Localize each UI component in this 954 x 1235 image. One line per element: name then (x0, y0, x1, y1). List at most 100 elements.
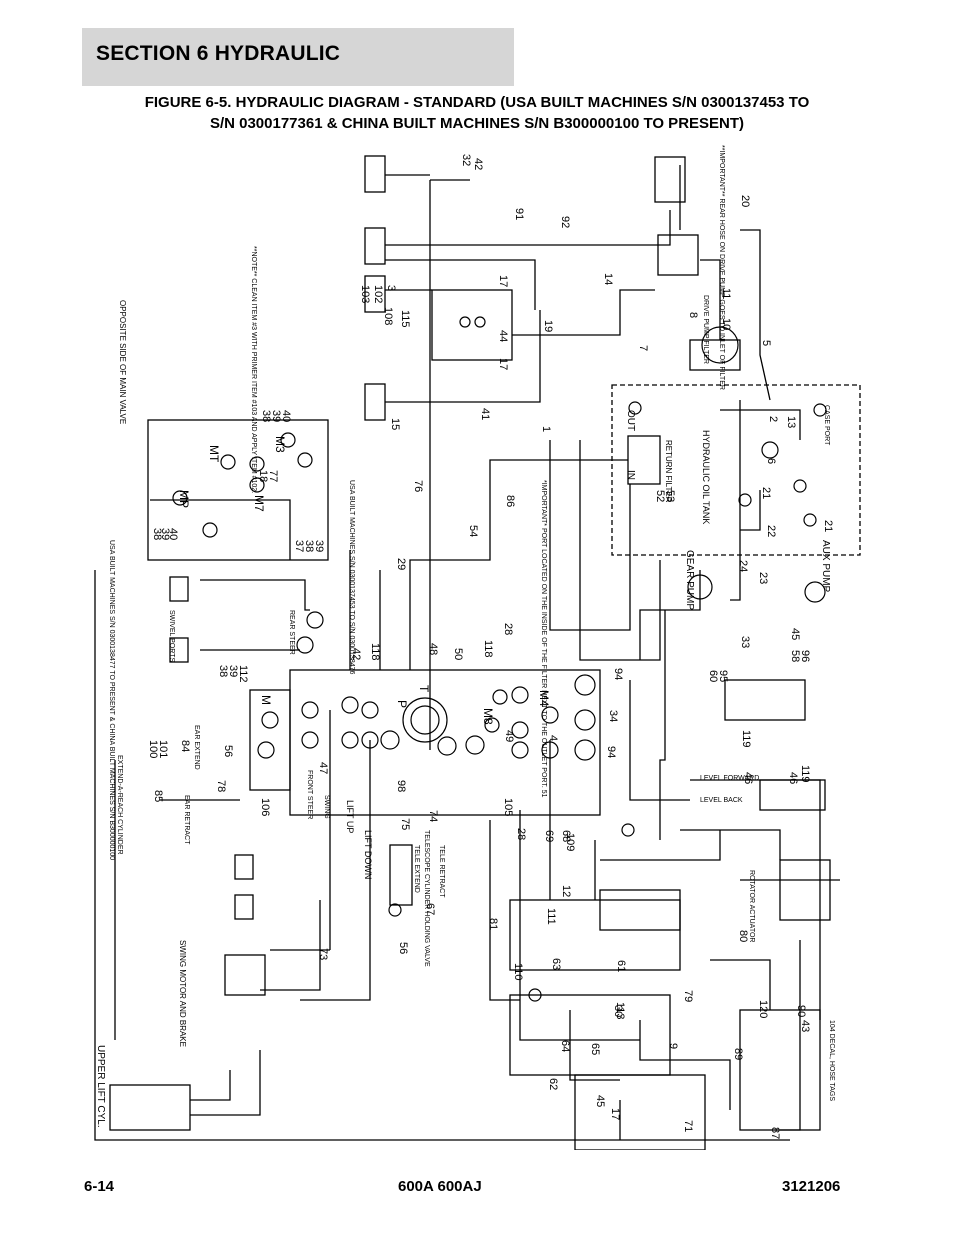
svg-text:LIFT DOWN: LIFT DOWN (363, 830, 373, 879)
svg-text:100: 100 (147, 740, 159, 758)
svg-text:15: 15 (389, 418, 401, 430)
svg-text:34: 34 (607, 710, 619, 722)
svg-text:**IMPORTANT** REAR HOSE ON DRI: **IMPORTANT** REAR HOSE ON DRIVE PUMP GO… (718, 145, 725, 390)
svg-text:45: 45 (789, 628, 801, 640)
svg-text:SWING MOTOR AND BRAKE: SWING MOTOR AND BRAKE (178, 940, 187, 1047)
svg-text:18: 18 (257, 470, 269, 482)
svg-text:95: 95 (717, 670, 729, 682)
svg-text:LEVEL BACK: LEVEL BACK (700, 797, 743, 804)
section-header-band: SECTION 6 HYDRAULIC (82, 28, 514, 86)
model-label: 600A 600AJ (398, 1178, 482, 1195)
svg-text:111: 111 (545, 908, 557, 925)
svg-text:52: 52 (654, 490, 666, 502)
svg-text:90: 90 (795, 1005, 807, 1017)
svg-text:38: 38 (151, 528, 163, 540)
svg-text:28: 28 (515, 828, 527, 840)
brake-valve-block (431, 289, 513, 361)
svg-text:101: 101 (157, 740, 169, 758)
svg-text:EAR RETRACT: EAR RETRACT (183, 795, 190, 845)
svg-text:75: 75 (399, 818, 411, 830)
svg-text:105: 105 (502, 798, 514, 816)
callout-32: 32 (460, 154, 472, 166)
valve-opposite-block (147, 419, 329, 561)
svg-text:94: 94 (605, 746, 617, 758)
svg-text:108: 108 (382, 307, 394, 325)
svg-text:91: 91 (513, 208, 525, 220)
svg-text:53: 53 (664, 490, 676, 502)
svg-text:M7: M7 (252, 495, 266, 512)
svg-text:TELE EXTEND: TELE EXTEND (413, 845, 420, 893)
svg-text:92: 92 (559, 216, 571, 228)
svg-text:CASE PORT: CASE PORT (823, 405, 830, 446)
svg-text:87: 87 (769, 1127, 781, 1139)
svg-text:1: 1 (540, 426, 552, 432)
svg-text:89: 89 (732, 1048, 744, 1060)
svg-text:71: 71 (682, 1120, 694, 1132)
svg-text:2: 2 (767, 416, 779, 422)
svg-text:62: 62 (547, 1078, 559, 1090)
svg-text:23: 23 (757, 572, 769, 584)
figure-caption-line2: S/N 0300177361 & CHINA BUILT MACHINES S/… (209, 115, 745, 132)
svg-text:20: 20 (739, 195, 751, 207)
svg-text:39: 39 (270, 410, 282, 422)
svg-text:38: 38 (260, 410, 272, 422)
figure-caption-line1: FIGURE 6-5. HYDRAULIC DIAGRAM - STANDARD… (144, 94, 810, 111)
svg-text:76: 76 (412, 480, 424, 492)
svg-text:19: 19 (542, 320, 554, 332)
hydraulic-diagram: 42 32 91 92 17 14 20 115 108 44 19 17 3 … (94, 145, 861, 1150)
svg-text:44: 44 (497, 330, 509, 342)
svg-text:54: 54 (467, 525, 479, 537)
svg-text:29: 29 (395, 558, 407, 570)
svg-text:45: 45 (594, 1095, 606, 1107)
svg-text:SWIVEL PORTS: SWIVEL PORTS (168, 610, 175, 662)
svg-text:60: 60 (707, 670, 719, 682)
svg-text:40: 40 (167, 528, 179, 540)
svg-text:103: 103 (359, 285, 371, 303)
svg-text:17: 17 (497, 358, 509, 370)
svg-text:TELESCOPE CYLINDER HOLDING VAL: TELESCOPE CYLINDER HOLDING VALVE (423, 830, 430, 967)
svg-text:79: 79 (682, 990, 694, 1002)
svg-text:M4: M4 (537, 690, 551, 707)
svg-text:MP: MP (177, 490, 191, 508)
svg-text:UPPER LIFT CYL.: UPPER LIFT CYL. (95, 1045, 106, 1128)
svg-text:LEVEL FORWARD: LEVEL FORWARD (700, 775, 759, 782)
svg-text:13: 13 (785, 416, 797, 428)
svg-text:115: 115 (399, 310, 411, 328)
svg-text:39: 39 (159, 528, 171, 540)
svg-text:12: 12 (560, 885, 572, 897)
svg-text:9: 9 (667, 1043, 679, 1049)
svg-text:37: 37 (293, 540, 305, 552)
svg-text:EXTEND-A-REACH CYLINDER: EXTEND-A-REACH CYLINDER (116, 755, 123, 855)
svg-text:TELE RETRACT: TELE RETRACT (438, 845, 445, 898)
svg-text:118: 118 (369, 643, 381, 661)
svg-text:58: 58 (789, 650, 801, 662)
svg-text:P: P (395, 700, 409, 708)
svg-text:11: 11 (720, 288, 732, 299)
figure-caption: FIGURE 6-5. HYDRAULIC DIAGRAM - STANDARD… (90, 92, 864, 134)
svg-text:M: M (259, 695, 273, 705)
svg-text:110: 110 (512, 963, 524, 981)
svg-text:46: 46 (787, 772, 799, 784)
svg-text:84: 84 (179, 740, 191, 752)
svg-text:96: 96 (799, 650, 811, 662)
svg-text:M8: M8 (481, 708, 495, 725)
svg-text:50: 50 (452, 648, 464, 660)
svg-text:40: 40 (280, 410, 292, 422)
svg-text:LIFT UP: LIFT UP (345, 800, 355, 833)
svg-text:113: 113 (614, 1002, 626, 1020)
svg-text:7: 7 (637, 345, 649, 351)
svg-text:21: 21 (822, 520, 834, 532)
svg-text:OUT: OUT (625, 410, 636, 431)
svg-text:69: 69 (543, 830, 555, 842)
page-number: 6-14 (84, 1178, 115, 1195)
svg-text:102: 102 (372, 285, 384, 303)
svg-text:106: 106 (259, 798, 271, 816)
svg-text:81: 81 (487, 918, 499, 930)
svg-text:78: 78 (215, 780, 227, 792)
svg-text:24: 24 (737, 560, 749, 572)
svg-text:77: 77 (267, 470, 279, 482)
svg-text:119: 119 (799, 765, 811, 783)
svg-text:120: 120 (757, 1000, 769, 1018)
svg-text:63: 63 (550, 958, 562, 970)
svg-text:67: 67 (424, 903, 436, 915)
